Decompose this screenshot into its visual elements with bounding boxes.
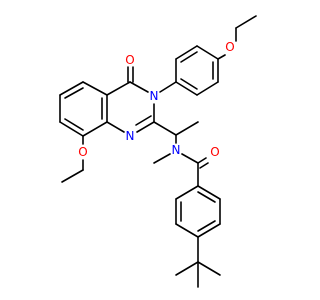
bond: [181, 153, 199, 164]
methoxy-8-group: [61, 135, 84, 183]
bond: [59, 121, 84, 137]
bond: [159, 81, 177, 93]
methoxy-methyl-bond: [235, 15, 257, 29]
bond: [106, 81, 131, 96]
double-bond-inner: [180, 78, 198, 90]
side-chain: [153, 121, 209, 187]
tert-butylphenyl-group: [175, 185, 221, 288]
methyl-bond: [61, 169, 84, 183]
bond: [175, 45, 198, 60]
methoxy-aryl-oxygen-label: O: [225, 40, 234, 54]
double-bond-inner: [64, 118, 84, 131]
bond: [59, 81, 84, 96]
carbonyl-oxygen-label: O: [125, 53, 134, 67]
background: [0, 0, 300, 300]
methoxy-8-oxygen-label: O: [78, 145, 87, 159]
bond: [153, 121, 177, 136]
methyl-bond: [175, 121, 199, 136]
amide-oxygen-label: O: [210, 145, 219, 159]
n-methyl-bond: [153, 153, 171, 164]
double-bond-inner: [64, 87, 84, 99]
amide-nitrogen-label: N: [172, 143, 181, 157]
double-bond-inner: [197, 220, 216, 232]
n3-label: N: [150, 89, 159, 103]
double-bond-inner: [135, 115, 152, 126]
carbonyl-bond: [199, 162, 209, 169]
double-bond-inner: [180, 51, 198, 63]
bond: [175, 223, 199, 238]
n1-label: N: [126, 129, 135, 143]
bond: [106, 121, 125, 133]
carbonyl-bond: [197, 157, 207, 164]
double-bond-inner: [197, 191, 216, 203]
tert-butyl-methyl-bond: [197, 261, 221, 276]
bond: [197, 185, 221, 200]
bond: [136, 121, 155, 133]
methoxyphenyl-group: [159, 15, 257, 96]
bond: [82, 81, 108, 96]
benzo-ring: [59, 81, 108, 137]
pyrimidinone-ring: [106, 66, 155, 133]
bond: [175, 81, 198, 96]
structure-diagram: O N N O O N O: [0, 0, 300, 300]
tert-butyl-methyl-bond: [175, 261, 199, 276]
bond: [196, 45, 219, 60]
bond: [175, 185, 199, 200]
bond: [217, 54, 226, 60]
bond: [197, 223, 221, 238]
bond: [196, 81, 219, 96]
bond: [129, 81, 149, 93]
molecule-canvas: O N N O O N O: [0, 0, 300, 300]
bond: [82, 121, 108, 137]
